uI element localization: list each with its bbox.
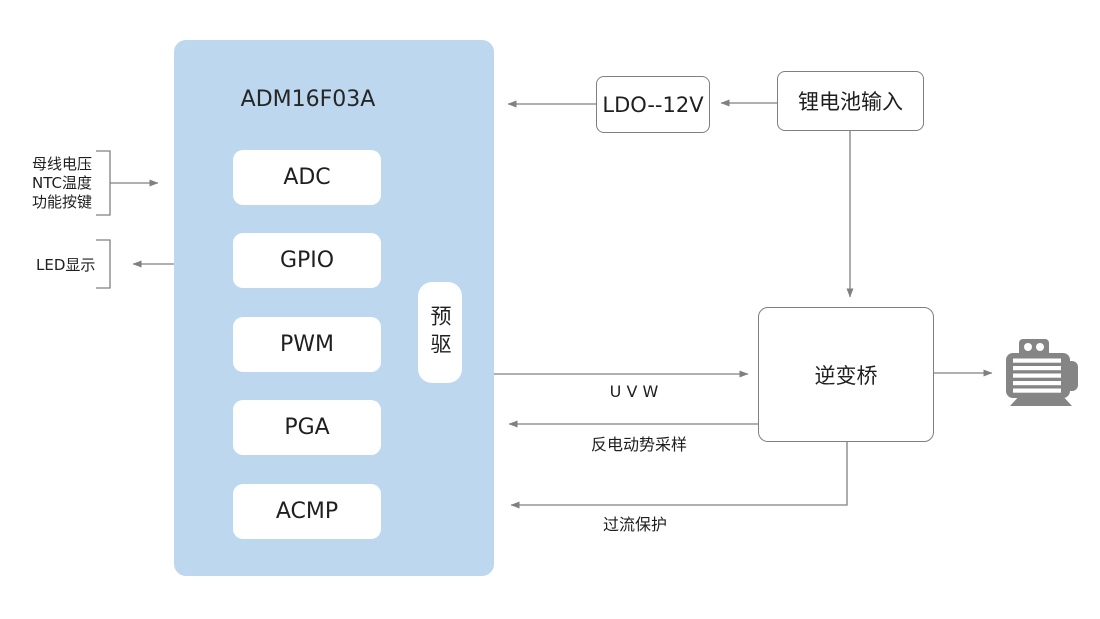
overcurrent-flow-label: 过流保护 xyxy=(602,515,667,534)
motor-stripe xyxy=(1013,366,1061,371)
back-emf-flow-label: 反电动势采样 xyxy=(590,435,687,454)
module-gpio: GPIO xyxy=(233,233,381,288)
input-label-ntc-temp: NTC温度 xyxy=(32,174,92,192)
motor-feet xyxy=(1010,393,1072,406)
input-label-bus-voltage: 母线电压 xyxy=(32,155,93,173)
uvw-flow-label: U V W xyxy=(609,382,659,401)
module-predriver: 预驱 xyxy=(418,282,462,383)
chip-block: ADM16F03A ADC GPIO PWM PGA ACMP 预驱 xyxy=(174,40,494,576)
chip-title: ADM16F03A xyxy=(240,87,376,112)
battery-input-block: 锂电池输入 xyxy=(777,71,924,131)
motor-bolt-left xyxy=(1024,343,1032,351)
led-display-label: LED显示 xyxy=(36,256,96,274)
inverter-bridge-block: 逆变桥 xyxy=(758,307,934,442)
motor-stripe xyxy=(1013,388,1061,393)
motor-stripe xyxy=(1013,373,1061,378)
led-bracket xyxy=(96,239,111,289)
module-pga: PGA xyxy=(233,400,381,455)
motor-end-cap xyxy=(1062,361,1078,391)
motor-body xyxy=(1006,353,1070,398)
module-adc: ADC xyxy=(233,150,381,205)
motor-bolt-right xyxy=(1036,343,1044,351)
module-pwm: PWM xyxy=(233,317,381,372)
motor-stripe xyxy=(1013,381,1061,386)
ldo-block: LDO--12V xyxy=(596,76,710,133)
input-label-function-keys: 功能按键 xyxy=(32,193,93,211)
module-acmp: ACMP xyxy=(233,484,381,539)
motor-stripe xyxy=(1013,358,1061,363)
input-signal-labels: 母线电压 NTC温度 功能按键 xyxy=(32,155,112,212)
motor-top-box xyxy=(1019,339,1049,357)
